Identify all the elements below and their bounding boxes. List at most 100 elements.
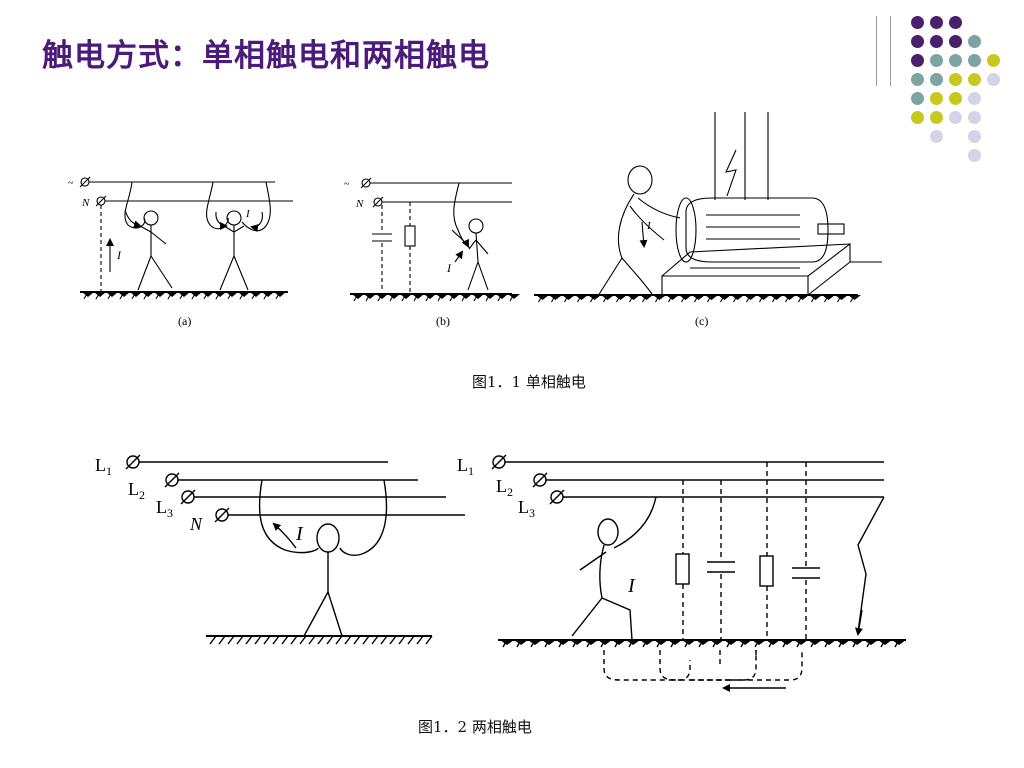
ground-return-path [659,650,730,681]
ground-hatch-mark [131,291,137,300]
decorative-dot [930,130,943,143]
ground-hatch-mark [214,292,226,297]
person-leg [601,597,633,641]
ground-hatch-mark [642,294,647,303]
ground-hatch-mark [656,639,662,648]
ground-hatch-mark [326,635,334,645]
ground-hatch-mark [570,640,584,645]
ground-hatch-mark [449,293,455,302]
line-label-n: N [189,514,203,534]
person-arm [579,551,607,571]
figure1-panel-c: I (c) [534,112,882,328]
hand-contact-wire [613,496,657,549]
ground-hatch-mark [780,640,794,645]
ground-hatch-mark [412,294,424,299]
ground-hatch-mark [209,635,217,645]
current-label: I [627,575,636,597]
person-arm [139,225,152,233]
ground-hatch-mark [718,295,731,300]
ground-hatch-mark [413,293,419,302]
terminal-symbol [360,177,372,189]
ground-hatch-mark [472,294,484,299]
decorative-dot [930,73,943,86]
ground-hatch-mark [692,295,705,300]
ground-hatch-mark [353,293,359,302]
ground-hatch-mark [516,639,522,648]
ground-hatch-mark [485,293,491,302]
ground-hatch-mark [681,294,686,303]
ground-hatch-mark [738,640,752,645]
line-label-l1: L1 [95,455,112,478]
person-arm [475,239,489,255]
ground-hatch-mark [308,635,316,645]
terminal-symbol [491,454,507,470]
ground-hatch-mark [880,639,886,648]
panel-label-c: (c) [695,314,708,328]
ground-hatch-mark [335,635,343,645]
person-head [597,518,619,546]
ground-hatch-mark [653,295,666,300]
ground-hatch-mark [436,294,448,299]
ground-hatch-mark [251,291,257,300]
ground-hatch-mark [530,639,536,648]
ground-hatch-mark [274,292,286,297]
ground-hatch-mark [353,635,361,645]
ground-hatch-mark [766,640,780,645]
decorative-dot [949,54,962,67]
current-arrow [454,250,464,263]
ground-hatch-mark [425,293,431,302]
ground-hatch-mark [598,640,612,645]
decorative-dot [930,35,943,48]
ground-hatch-mark [143,291,149,300]
decorative-dot [949,92,962,105]
tilde-mark: ~ [68,178,74,189]
ground-return-path [690,650,757,681]
ground-hatch-mark [809,295,822,300]
ground-hatch-mark [782,639,788,648]
current-arrow [124,209,142,229]
ground-hatch-mark [558,639,564,648]
ground-hatch-mark [720,294,725,303]
ground-hatch-mark [614,295,627,300]
ground-hatch-mark [744,295,757,300]
ground-hatch-mark [726,639,732,648]
machine-base [661,243,851,277]
person-body [599,544,605,599]
ground-hatch-mark [275,291,281,300]
neutral-label: N [81,197,90,209]
person-head [627,165,653,195]
ground-return-path [730,650,803,681]
current-arrow [451,229,469,248]
figure2-right-diagram: L1 L2 L3 I [457,454,906,692]
person-arm [223,225,235,233]
person-leg [571,597,603,637]
decorative-dot [968,149,981,162]
terminal-symbol [95,195,107,207]
line-label-l1: L1 [457,455,474,478]
ground-hatch-mark [754,639,760,648]
ground-hatch-mark [694,294,699,303]
ground-hatch-mark [796,295,809,300]
ground-hatch-mark [424,294,436,299]
ground-hatch-mark [398,635,406,645]
ground-hatch-mark [640,295,653,300]
ground-hatch-mark [710,640,724,645]
ground-hatch-mark [824,639,830,648]
ground-hatch-mark [239,291,245,300]
ground-hatch-mark [852,639,858,648]
person-body [475,232,479,263]
ground-hatch-mark [588,295,601,300]
hand-contact-wire [124,181,146,229]
ground-hatch-mark [155,291,161,300]
ground-hatch-mark [835,295,848,300]
ground-hatch-mark [496,294,508,299]
person-leg [233,255,249,291]
ground-hatch-mark [654,640,668,645]
ground-hatch-mark [768,639,774,648]
person-body [617,193,635,259]
ground-hatch-mark [628,639,634,648]
hand-contact-wire [339,479,388,557]
ground-hatch-mark [850,294,855,303]
figure2-left-diagram: L1 L2 L3 N I [95,454,465,645]
